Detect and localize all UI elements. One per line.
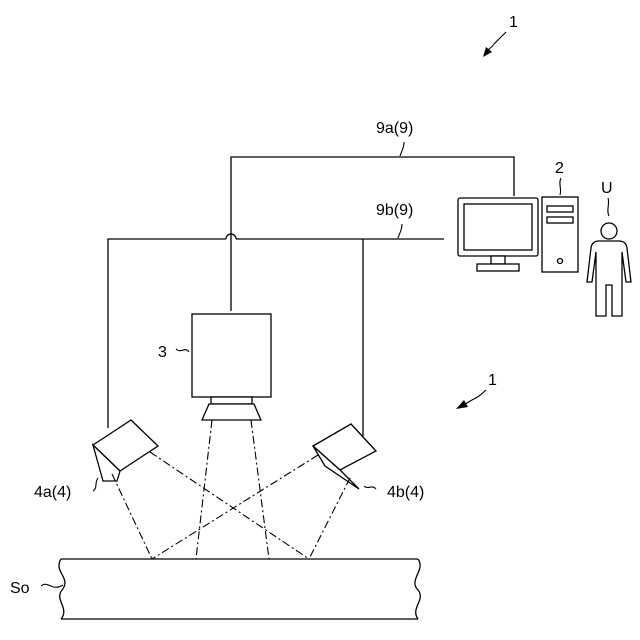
- camera-lens: [202, 404, 261, 420]
- person-body-icon: [587, 241, 631, 316]
- light-4b: 4b(4): [313, 424, 424, 501]
- surface-label: So: [10, 580, 30, 597]
- light-4a-ray-far: [150, 452, 309, 559]
- surface-break-left: [59, 559, 65, 619]
- surface-break-right: [415, 559, 420, 619]
- monitor-neck: [491, 256, 505, 264]
- system-label-top: 1: [509, 14, 518, 31]
- system-label-mid: 1: [488, 372, 497, 389]
- user-label: U: [601, 180, 613, 197]
- monitor-base: [477, 264, 519, 271]
- system-reference-mid: 1: [456, 372, 497, 409]
- camera-view-right: [251, 420, 269, 559]
- surface-leader: [41, 584, 63, 587]
- light-4a: 4a(4): [34, 420, 158, 501]
- computer-label: 2: [555, 160, 564, 177]
- computer: 2: [458, 160, 578, 272]
- camera-view-left: [196, 420, 212, 559]
- computer-leader: [560, 178, 561, 195]
- cable-9b: 9b(9): [108, 202, 444, 436]
- user-figure: U: [587, 180, 631, 316]
- light-4b-label: 4b(4): [387, 484, 424, 501]
- reference-leader-top: [486, 32, 506, 52]
- light-4a-leader: [93, 478, 98, 491]
- light-4b-housing: [313, 424, 376, 470]
- light-4a-ray-near: [112, 474, 152, 559]
- camera-lens-ring: [211, 397, 252, 404]
- cable-9b-leader: [398, 224, 402, 238]
- camera-body: [192, 314, 271, 397]
- reference-arrow-top: [483, 47, 492, 57]
- camera-leader: [176, 349, 189, 352]
- camera-label: 3: [158, 344, 167, 361]
- monitor-icon: [458, 198, 538, 256]
- light-4a-label: 4a(4): [34, 484, 71, 501]
- cable-9b-label: 9b(9): [376, 202, 413, 219]
- surface-object: So: [10, 559, 420, 619]
- cable-9a-label: 9a(9): [376, 120, 413, 137]
- user-leader: [608, 198, 609, 216]
- system-reference-top: 1: [483, 14, 518, 57]
- camera: 3: [158, 314, 271, 420]
- person-head-icon: [601, 223, 617, 239]
- cable-9a-leader: [400, 142, 404, 156]
- light-4b-leader: [364, 486, 376, 489]
- reference-arrow-mid: [456, 400, 468, 409]
- light-4b-ray-near: [309, 478, 350, 559]
